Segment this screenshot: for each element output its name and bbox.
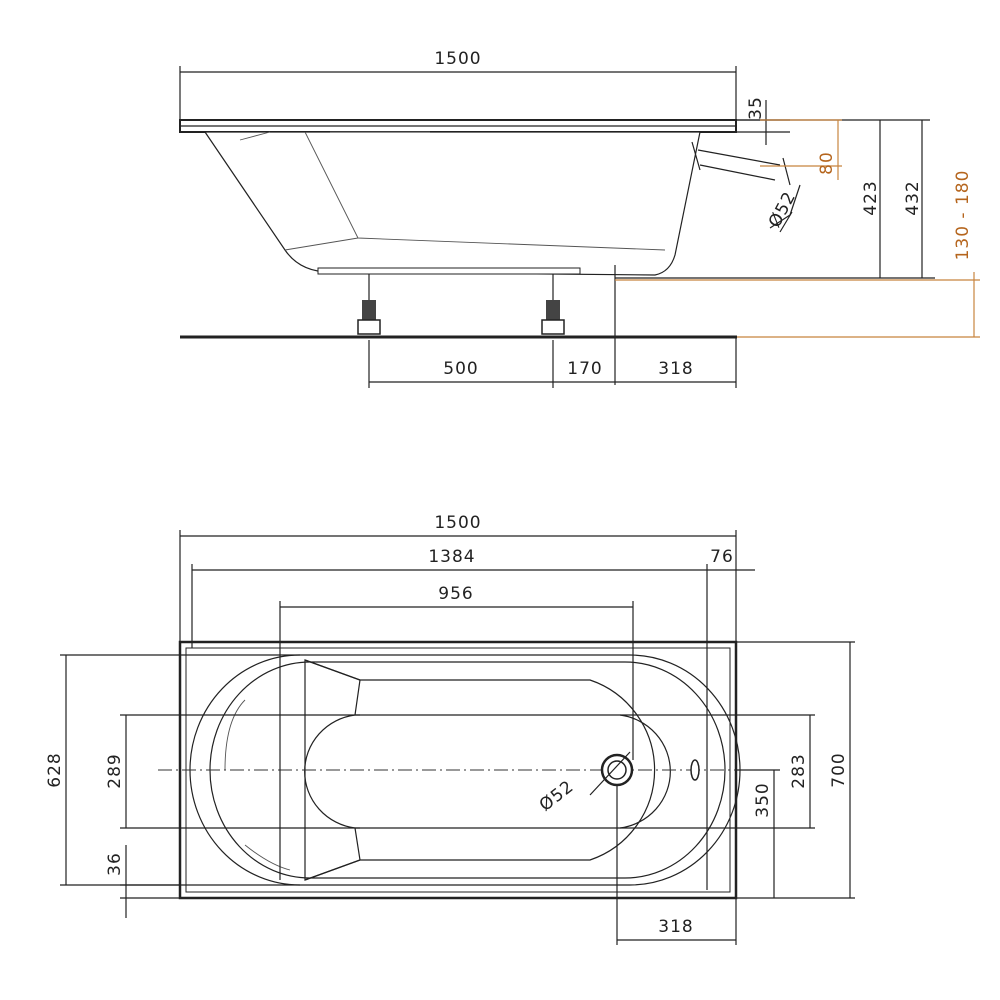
dim-leg-range: 130 - 180 (953, 170, 973, 261)
dim-rim: 35 (746, 96, 766, 120)
dim-leg-spacing: 500 (443, 359, 478, 379)
overflow-hole (690, 759, 700, 781)
dim-drain-offset: 350 (753, 782, 773, 817)
leg-right (541, 274, 565, 335)
dim-leg-to-drain: 170 (567, 359, 602, 379)
overflow-pipe (691, 141, 801, 229)
top-view: 1500 1384 76 956 628 289 36 Ø52 318 (45, 513, 855, 945)
side-view: 1500 35 423 432 80 130 - 180 Ø52 500 170 (179, 49, 980, 388)
dim-overflow-height: 80 (817, 151, 837, 175)
dim-side-drain-diameter: Ø52 (765, 188, 801, 231)
dim-width-inner: 628 (45, 752, 65, 787)
dim-bottom-width: 289 (105, 753, 125, 788)
dim-depth-inner: 423 (861, 180, 881, 215)
basin-bottom (304, 659, 656, 881)
leg-left (357, 274, 381, 335)
dim-top-drain-to-end: 318 (658, 917, 693, 937)
dim-bottom-length: 956 (438, 584, 473, 604)
tub-body (203, 131, 701, 276)
dim-edge: 36 (105, 852, 125, 876)
dim-side-length: 1500 (434, 49, 481, 69)
dim-depth-outer: 432 (903, 180, 923, 215)
leg-frame (317, 267, 581, 275)
dim-inner-length: 1384 (428, 547, 475, 567)
dim-overflow-width: 283 (789, 753, 809, 788)
dim-side-drain-to-end: 318 (658, 359, 693, 379)
dim-end-offset: 76 (710, 547, 734, 567)
basin-outline (189, 654, 741, 886)
dim-width-outer: 700 (829, 752, 849, 787)
drain (600, 753, 634, 787)
dim-top-length: 1500 (434, 513, 481, 533)
